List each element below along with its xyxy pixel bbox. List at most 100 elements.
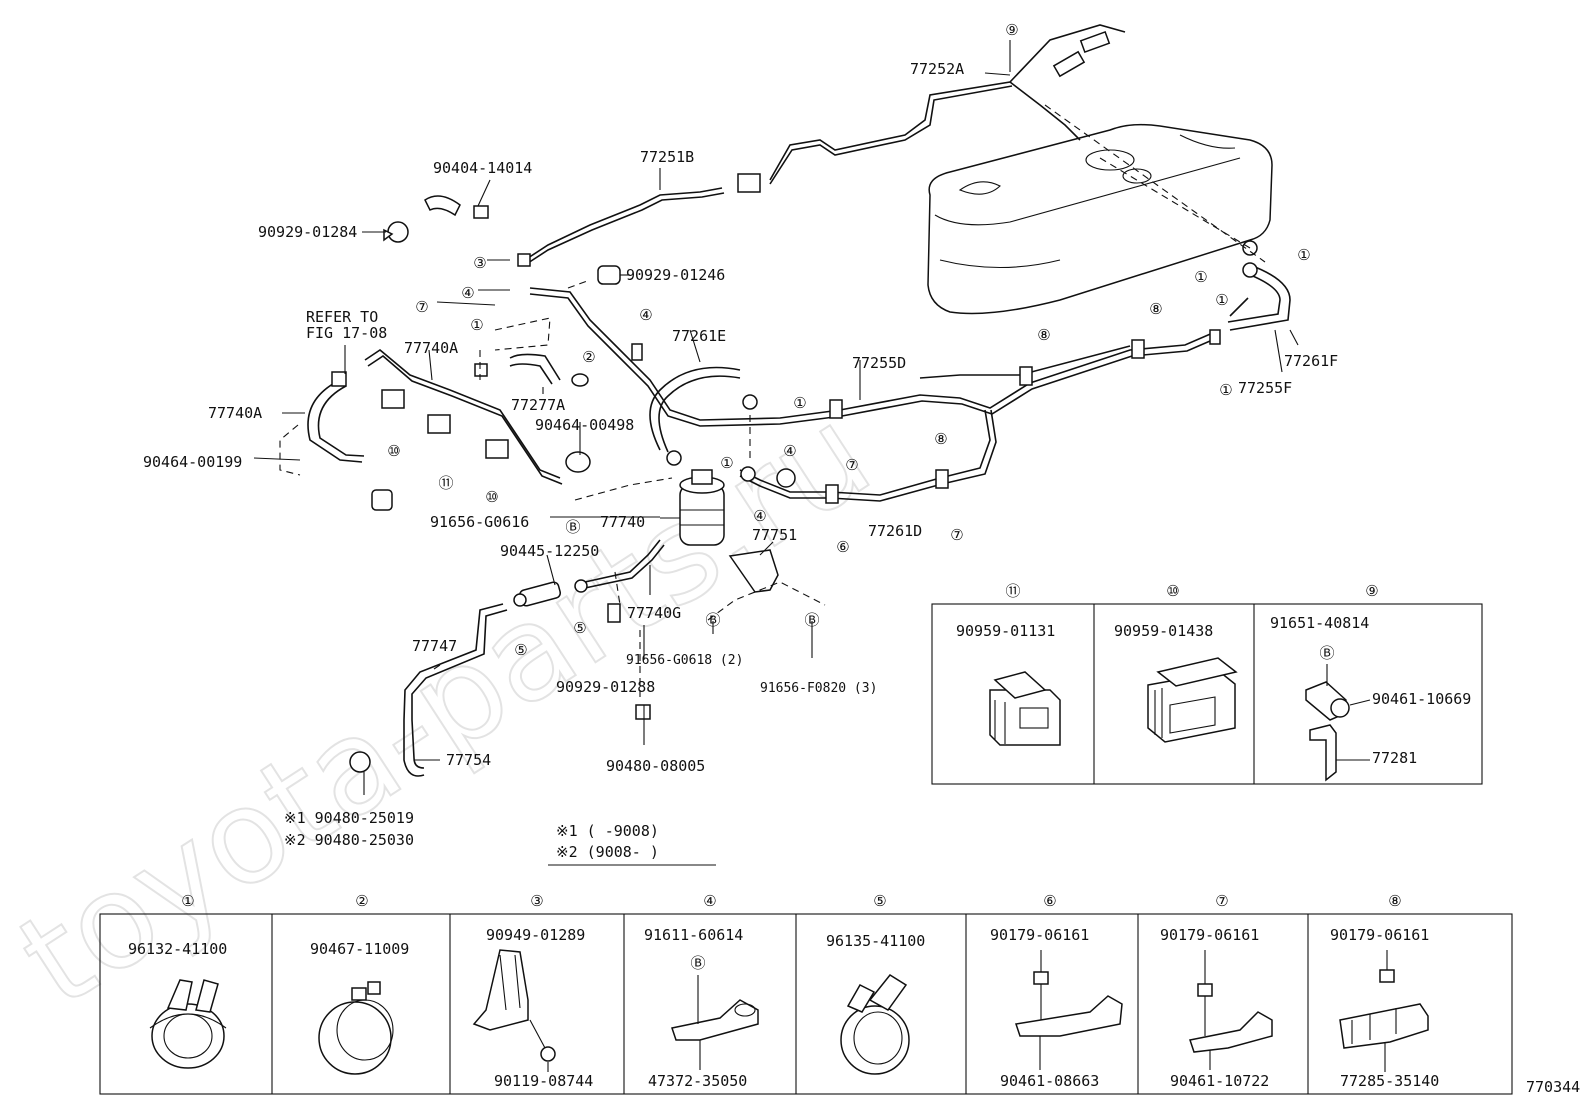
svg-text:90404-14014: 90404-14014 xyxy=(433,159,532,177)
svg-text:90464-00199: 90464-00199 xyxy=(143,453,242,471)
svg-text:⑩: ⑩ xyxy=(485,488,498,506)
svg-text:Ⓑ: Ⓑ xyxy=(690,954,705,972)
svg-text:①: ① xyxy=(181,892,194,910)
fuel-lines xyxy=(517,24,1291,504)
svg-text:②: ② xyxy=(582,348,595,366)
svg-text:※1 ( -9008): ※1 ( -9008) xyxy=(556,822,659,840)
svg-text:⑥: ⑥ xyxy=(836,538,849,556)
svg-text:※2 (9008- ): ※2 (9008- ) xyxy=(556,843,659,861)
svg-text:④: ④ xyxy=(461,284,474,302)
svg-text:Ⓑ: Ⓑ xyxy=(565,518,580,536)
svg-text:91656-G0618 (2): 91656-G0618 (2) xyxy=(626,653,743,668)
charcoal-canister xyxy=(679,469,725,546)
part-labels: 77252A 77251B 90404-14014 90929-01284 90… xyxy=(143,60,1580,1096)
small-clips xyxy=(331,195,1258,773)
vapor-lines xyxy=(307,349,665,777)
svg-text:90929-01246: 90929-01246 xyxy=(626,266,725,284)
svg-text:91656-G0616: 91656-G0616 xyxy=(430,513,529,531)
svg-text:90467-11009: 90467-11009 xyxy=(310,940,409,958)
svg-text:90119-08744: 90119-08744 xyxy=(494,1072,593,1090)
svg-text:⑧: ⑧ xyxy=(1388,892,1401,910)
leader-dashes xyxy=(279,104,1266,700)
svg-text:96132-41100: 96132-41100 xyxy=(128,940,227,958)
svg-text:90464-00498: 90464-00498 xyxy=(535,416,634,434)
svg-text:④: ④ xyxy=(753,507,766,525)
svg-text:⑧: ⑧ xyxy=(1037,326,1050,344)
svg-text:①: ① xyxy=(470,316,483,334)
svg-text:91656-F0820 (3): 91656-F0820 (3) xyxy=(760,681,877,696)
svg-text:③: ③ xyxy=(530,892,543,910)
svg-text:90959-01438: 90959-01438 xyxy=(1114,622,1213,640)
svg-text:⑦: ⑦ xyxy=(1215,892,1228,910)
svg-text:⑤: ⑤ xyxy=(514,641,527,659)
svg-text:90179-06161: 90179-06161 xyxy=(1160,926,1259,944)
hose-clamp-5-icon xyxy=(840,974,910,1075)
svg-text:⑦: ⑦ xyxy=(845,456,858,474)
svg-text:②: ② xyxy=(355,892,368,910)
svg-text:Ⓑ: Ⓑ xyxy=(1319,644,1334,662)
svg-text:⑧: ⑧ xyxy=(1149,300,1162,318)
bracket-3-icon xyxy=(472,949,556,1072)
svg-text:77255D: 77255D xyxy=(852,354,906,372)
svg-text:47372-35050: 47372-35050 xyxy=(648,1072,747,1090)
svg-text:77277A: 77277A xyxy=(511,396,565,414)
svg-text:96135-41100: 96135-41100 xyxy=(826,932,925,950)
svg-text:77754: 77754 xyxy=(446,751,491,769)
svg-text:77751: 77751 xyxy=(752,526,797,544)
svg-text:⑦: ⑦ xyxy=(950,526,963,544)
clamp-4-icon xyxy=(671,975,759,1070)
svg-text:77261F: 77261F xyxy=(1284,352,1338,370)
right-parts-table: ⑪ 90959-01131 ⑩ 90959-01438 ⑨ 91651-4081… xyxy=(931,582,1483,785)
svg-text:⑨: ⑨ xyxy=(1005,21,1018,39)
svg-text:⑦: ⑦ xyxy=(415,298,428,316)
clamp-9-icon xyxy=(1305,664,1371,782)
svg-text:90929-01288: 90929-01288 xyxy=(556,678,655,696)
svg-text:⑪: ⑪ xyxy=(438,474,453,492)
clip-11-icon xyxy=(989,671,1061,746)
clamp-7-icon xyxy=(1189,950,1273,1070)
svg-text:⑥: ⑥ xyxy=(1043,892,1056,910)
svg-text:90179-06161: 90179-06161 xyxy=(1330,926,1429,944)
svg-text:※2 90480-25030: ※2 90480-25030 xyxy=(284,831,414,849)
svg-text:90959-01131: 90959-01131 xyxy=(956,622,1055,640)
svg-text:90929-01284: 90929-01284 xyxy=(258,223,357,241)
callout-numbers: ⑨ ③ ④ ⑦ ① ② ④ ① ① ④ ④ ⑦ ⑧ ⑥ ⑦ ⑧ ⑧ ① ① ① … xyxy=(387,21,1310,659)
svg-text:91651-40814: 91651-40814 xyxy=(1270,614,1369,632)
svg-text:⑪: ⑪ xyxy=(1005,582,1020,600)
svg-text:77261E: 77261E xyxy=(672,327,726,345)
svg-text:77740: 77740 xyxy=(600,513,645,531)
clamp-6-icon xyxy=(1015,950,1123,1070)
clamp-8-icon xyxy=(1339,950,1429,1072)
svg-text:Ⓑ: Ⓑ xyxy=(705,611,720,629)
svg-text:90179-06161: 90179-06161 xyxy=(990,926,1089,944)
svg-text:①: ① xyxy=(793,394,806,412)
svg-text:77251B: 77251B xyxy=(640,148,694,166)
svg-text:⑨: ⑨ xyxy=(1365,582,1378,600)
svg-text:90461-08663: 90461-08663 xyxy=(1000,1072,1099,1090)
leaders xyxy=(253,40,1299,795)
svg-text:77740A: 77740A xyxy=(208,404,262,422)
svg-text:④: ④ xyxy=(703,892,716,910)
hose-clamp-2-icon xyxy=(318,981,394,1075)
svg-text:①: ① xyxy=(1219,381,1232,399)
svg-text:90461-10722: 90461-10722 xyxy=(1170,1072,1269,1090)
svg-text:91611-60614: 91611-60614 xyxy=(644,926,743,944)
svg-text:④: ④ xyxy=(783,442,796,460)
bottom-parts-table: ① 96132-41100 ② 90467-11009 ③ 90949-0128… xyxy=(99,892,1513,1095)
svg-text:③: ③ xyxy=(473,254,486,272)
svg-text:770344: 770344 xyxy=(1526,1078,1580,1096)
svg-text:⑩: ⑩ xyxy=(1166,582,1179,600)
svg-text:77285-35140: 77285-35140 xyxy=(1340,1072,1439,1090)
svg-text:77261D: 77261D xyxy=(868,522,922,540)
svg-text:77255F: 77255F xyxy=(1238,379,1292,397)
svg-text:①: ① xyxy=(1297,246,1310,264)
clip-10-icon xyxy=(1147,657,1238,743)
svg-text:90480-08005: 90480-08005 xyxy=(606,757,705,775)
fuel-tank xyxy=(927,123,1273,315)
svg-text:77747: 77747 xyxy=(412,637,457,655)
svg-text:①: ① xyxy=(1194,268,1207,286)
svg-text:90949-01289: 90949-01289 xyxy=(486,926,585,944)
svg-text:⑤: ⑤ xyxy=(573,619,586,637)
svg-text:FIG 17-08: FIG 17-08 xyxy=(306,324,387,342)
